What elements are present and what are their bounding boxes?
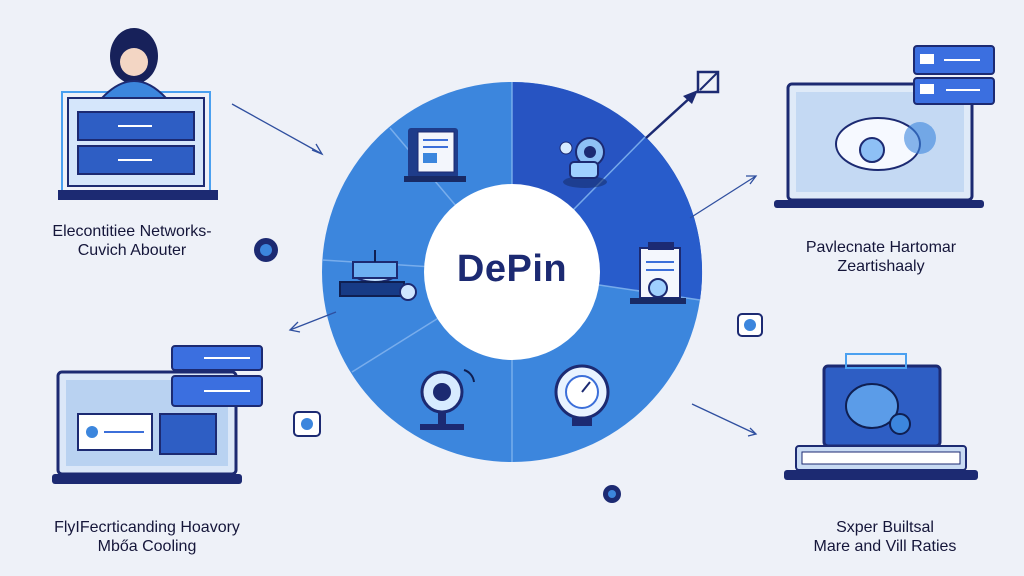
caption-line: Zeartishaaly (837, 258, 925, 275)
robot-gear-icon (559, 137, 607, 188)
webcam-icon (420, 369, 475, 430)
caption-line: Mbőa Cooling (97, 538, 197, 555)
caption-top-right: Pavlecnate Hartomar Zeartishaaly (776, 238, 986, 276)
caption-line: Pavlecnate Hartomar (805, 239, 957, 256)
caption-line: Elecontitiee Networks- (52, 223, 212, 240)
laptop-server-icon (784, 353, 978, 480)
caption-line: FlyIFecrticanding Hoavory (54, 519, 240, 536)
server-tower-icon (339, 250, 417, 301)
caption-line: Sxper Builtsal (836, 519, 934, 536)
caption-bottom-left: FlyIFecrticanding Hoavory Mbőa Cooling (22, 518, 272, 556)
file-report-icon (630, 242, 686, 304)
document-stack-icon (404, 128, 466, 182)
center-title: DePin (456, 248, 568, 290)
cube-icon (293, 411, 321, 437)
globe-chip-icon (254, 238, 278, 262)
gauge-icon (554, 364, 610, 426)
gear-coin-icon (737, 313, 763, 337)
laptop-icon (774, 82, 984, 208)
person-at-desk-icon (58, 28, 218, 200)
caption-top-left: Elecontitiee Networks- Cuvich Abouter (22, 222, 242, 260)
caption-bottom-right: Sxper Builtsal Mare and Vill Raties (770, 518, 1000, 556)
caption-line: Cuvich Abouter (77, 242, 187, 259)
caption-line: Mare and Vill Raties (813, 538, 957, 555)
